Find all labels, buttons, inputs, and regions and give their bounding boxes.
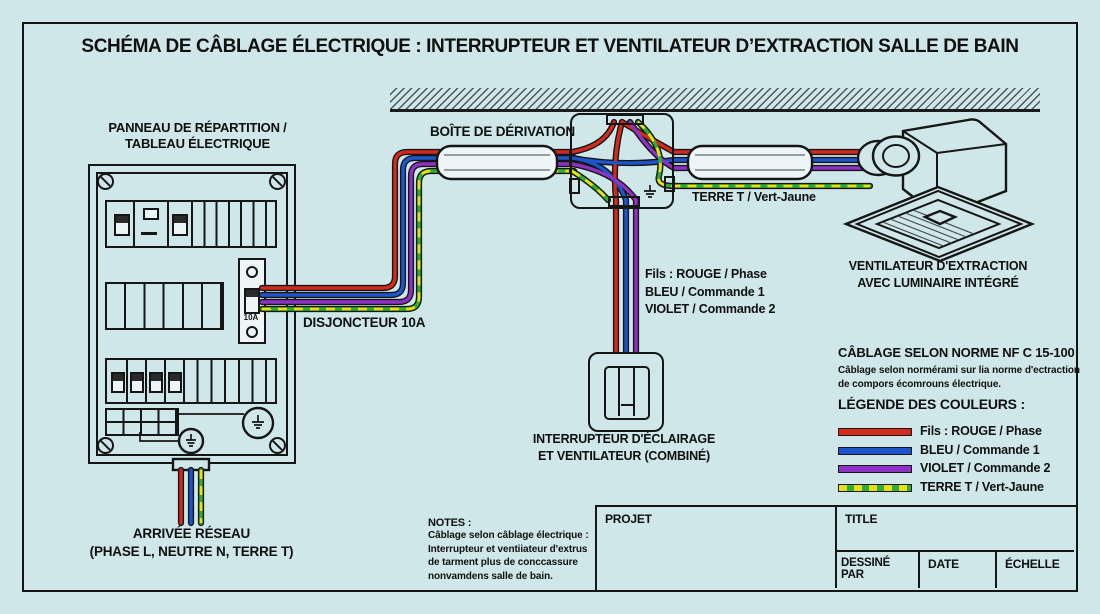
panel-label: PANNEAU DE RÉPARTITION / TABLEAU ÉLECTRI… [90,120,305,152]
rocker-divider [618,368,620,416]
terminal-hole [246,266,258,278]
wire-info-line3: VIOLET / Commande 2 [645,302,776,316]
notes-line3: de tarment plus de conccassure [428,557,578,568]
conduit-left [435,144,559,181]
notes-line2: Interrupteur et ventiiateur d'extrus [428,543,588,555]
projet-label: PROJET [605,512,652,526]
breaker-row-bottom [105,358,277,404]
title-label: TITLE [845,512,878,526]
terminal-strip [105,408,179,436]
panel-earth-terminals [139,406,275,455]
title-block-title-cell: TITLE [837,507,1074,552]
wire-info-line2: BLEU / Commande 1 [645,284,765,299]
switch-label: INTERRUPTEUR D'ÉCLAIRAGE ET VENTILATEUR … [524,431,724,464]
breaker-label: DISJONCTEUR 10A [303,315,426,330]
junction-box [570,113,674,209]
breaker-row-middle [105,282,224,330]
page-title: SCHÉMA DE CÂBLAGE ÉLECTRIQUE : INTERRUPT… [81,36,1019,57]
ceiling-hatch [390,88,1040,112]
standard-note-line2: de compors écomrouns électrique. [838,378,1001,390]
legend-label: VIOLET / Commande 2 [920,461,1051,475]
standard-title: CÂBLAGE SELON NORME NF C 15-100 [838,345,1075,360]
breaker-toggle-icon [130,372,144,393]
junction-box-label: BOÎTE DE DÉRIVATION [430,124,575,139]
breaker-10a-toggle-icon [244,288,260,314]
drawing-frame [22,22,1078,592]
date-label: DATE [928,557,959,571]
switch-label-line1: INTERRUPTEUR D'ÉCLAIRAGE [532,432,716,446]
notes-title: NOTES : [428,517,472,529]
legend-label: Fils : ROUGE / Phase [920,424,1042,438]
legend-title: LÉGENDE DES COULEURS : [838,396,1025,412]
legend-swatch-red [838,428,912,436]
screw-icon [269,173,286,190]
junction-box-knockout [569,178,580,194]
breaker-toggle-icon [111,372,125,393]
legend-swatch-terre [838,483,912,492]
legend-label: BLEU / Commande 1 [920,442,1040,457]
legend-swatch-blue [838,446,912,455]
breaker-row-top [105,200,277,248]
conduit-right [686,144,814,181]
title-block [595,505,1078,592]
junction-box-knockout [606,114,644,125]
junction-box-knockout [608,196,640,207]
earth-wire-label: TERRE T / Vert-Jaune [692,190,816,204]
fan-label: VENTILATEUR D'EXTRACTION AVEC LUMINAIRE … [838,258,1038,291]
earth-symbol-icon [644,185,656,198]
supply-label: ARRIVÉE RÉSEAU (PHASE L, NEUTRE N, TERRE… [84,525,299,561]
wire-supply [171,457,211,527]
wire-junction-curves [568,118,876,362]
terminal-hole [246,326,258,338]
legend-swatch-violet [838,465,912,473]
wire-bundle-panel-to-box [258,148,578,313]
panel-label-line2: TABLEAU ÉLECTRIQUE [125,136,270,151]
junction-box-knockout [664,176,675,192]
screw-icon [97,437,114,454]
title-block-date-cell: DATE [920,552,997,588]
breaker-toggle-icon [149,372,163,393]
screw-icon [269,437,286,454]
title-block-echelle-cell: ÉCHELLE [997,552,1074,588]
fan-drawing [842,118,1036,263]
notes-line4: nonvamdens salle de bain. [428,570,553,582]
panel-label-line1: PANNEAU DE RÉPARTITION / [108,120,287,135]
breaker-toggle-icon [168,372,182,393]
breaker-toggle-icon [114,214,130,236]
breaker-rating: 10A [243,313,259,322]
rocker-divider [633,368,635,416]
wire-info-labels: Fils : ROUGE / Phase BLEU / Commande 1 V… [645,266,775,319]
rocker-notch [621,404,634,406]
legend-label: TERRE T / Vert-Jaune [920,479,1044,494]
screw-icon [97,173,114,190]
breaker-toggle-icon [172,214,188,236]
fan-label-line1: VENTILATEUR D'EXTRACTION [848,259,1028,273]
panel-door [96,172,288,456]
supply-label-line1: ARRIVÉE RÉSEAU [132,526,251,541]
breaker-window [143,208,159,220]
standard-note: Câblage selon normérami sur lia norme d'… [838,364,1080,391]
wire-info-line1: Fils : ROUGE / Phase [645,267,767,281]
notes-block: NOTES : Câblage selon câblage électrique… [428,517,589,583]
dessine-par-label: DESSINÉ PAR [841,557,891,581]
supply-label-line2: (PHASE L, NEUTRE N, TERRE T) [89,544,294,559]
switch-rocker [604,366,650,420]
switch-label-line2: ET VENTILATEUR (COMBINÉ) [537,448,711,463]
title-block-dessine-cell: DESSINÉ PAR [837,552,920,588]
combined-switch [588,352,664,432]
title-block-projet-cell: PROJET [597,507,837,588]
fan-label-line2: AVEC LUMINAIRE INTÉGRÉ [857,275,1019,290]
standard-note-line1: Câblage selon normérami sur lia norme d'… [838,365,1080,376]
echelle-label: ÉCHELLE [1005,557,1060,571]
notes-line1: Câblage selon câblage électrique : [428,530,589,541]
